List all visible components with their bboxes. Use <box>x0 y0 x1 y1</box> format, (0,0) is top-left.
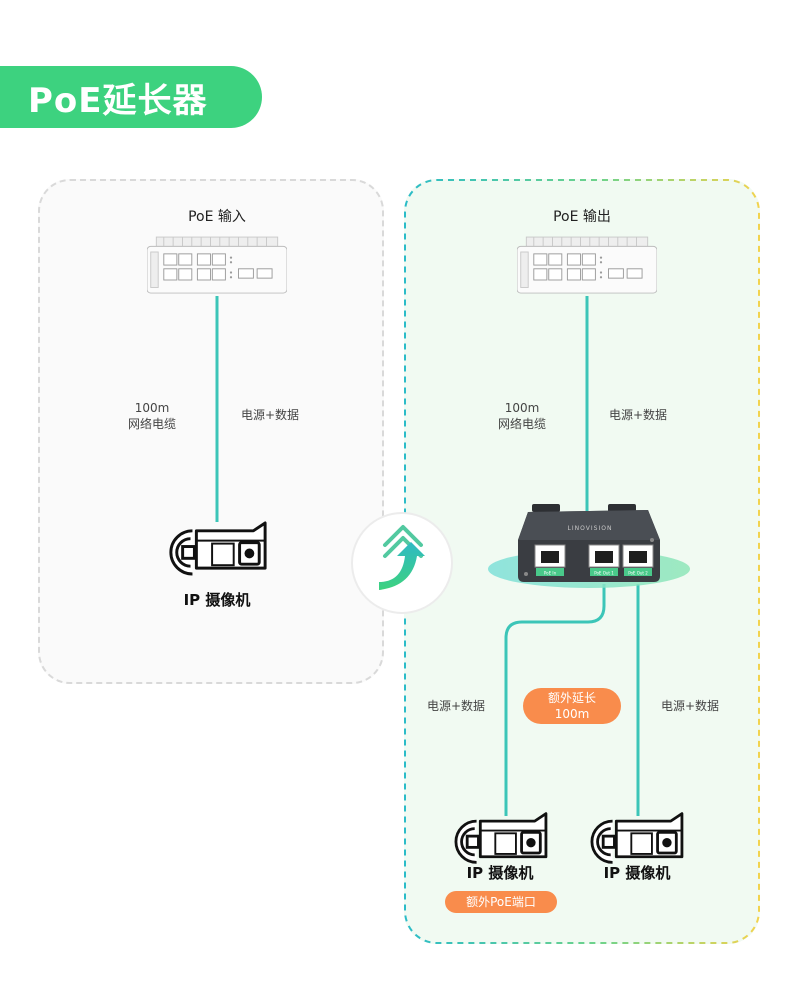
port-label-poe-out-2: PoE Out 2 <box>628 571 648 576</box>
extend-badge-line1: 额外延长 <box>547 691 596 705</box>
title-banner: PoE延长器 <box>0 66 262 128</box>
poe-switch-left <box>147 236 287 294</box>
extend-badge-line2: 100m <box>554 707 590 721</box>
poe-input-header: PoE 输入 <box>188 209 246 225</box>
right-camera-1-label: IP 摄像机 <box>466 864 534 882</box>
extra-poe-port-badge: 额外PoE端口 <box>445 891 557 913</box>
port-label-poe-in: PoE In <box>544 571 557 576</box>
out2-power-data-label: 电源+数据 <box>660 699 720 713</box>
left-camera-label: IP 摄像机 <box>183 591 251 609</box>
left-cable-length: 100m <box>134 401 170 415</box>
ip-camera-right-1 <box>454 812 548 864</box>
upgrade-arrow-badge <box>351 512 453 614</box>
left-power-data-label: 电源+数据 <box>240 408 300 422</box>
right-power-data-label: 电源+数据 <box>608 408 668 422</box>
poe-output-panel-border <box>404 179 760 944</box>
page-title: PoE延长器 <box>28 80 208 121</box>
poe-extender-device: LINOVISION PoE In PoE Out 1 PoE Out 2 <box>488 504 690 588</box>
left-cable-type: 网络电缆 <box>127 417 176 431</box>
extender-brand-text: LINOVISION <box>568 525 613 532</box>
up-arrow-icon <box>379 542 425 590</box>
ip-camera-right-2 <box>590 812 684 864</box>
extend-distance-badge: 额外延长 100m <box>523 688 621 724</box>
right-cable-length: 100m <box>504 401 540 415</box>
poe-switch-right <box>517 236 657 294</box>
poe-output-header: PoE 输出 <box>553 209 611 225</box>
ip-camera-left <box>169 521 267 576</box>
cable-out-1 <box>504 584 606 816</box>
right-camera-2-label: IP 摄像机 <box>603 864 671 882</box>
out1-power-data-label: 电源+数据 <box>426 699 486 713</box>
port-label-poe-out-1: PoE Out 1 <box>594 571 614 576</box>
right-cable-type: 网络电缆 <box>497 417 546 431</box>
